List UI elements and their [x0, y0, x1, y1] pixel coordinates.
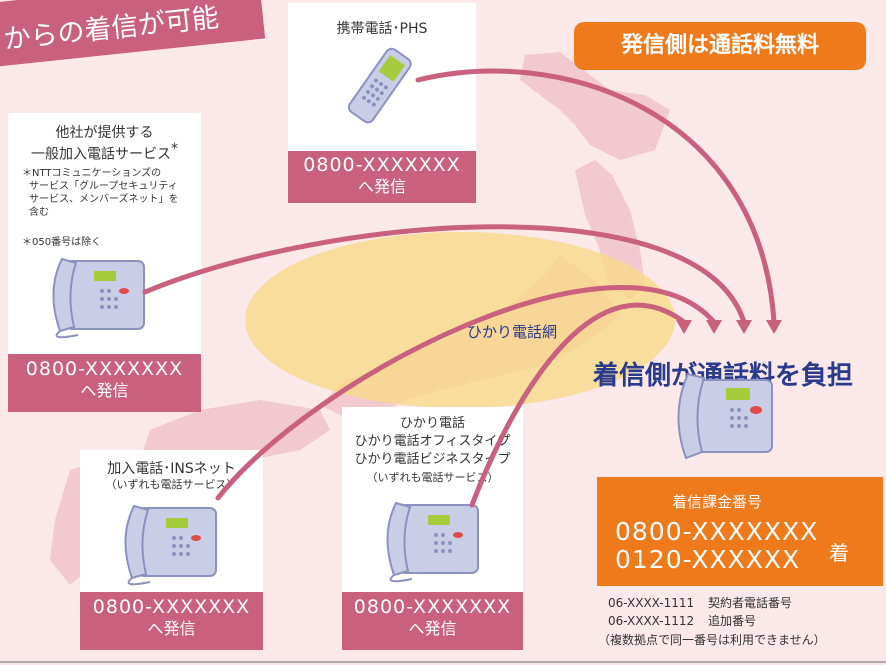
hikari-action: へ発信 — [408, 618, 457, 638]
receiver-phone-icon — [677, 372, 773, 460]
other-carrier-note2: ＊050番号は除く — [22, 237, 102, 248]
caller-free-text: 発信側は通話料無料 — [620, 33, 819, 58]
contract-note: （複数拠点で同一番号は利用できません） — [598, 633, 826, 647]
other-carrier-card: 他社が提供する 一般加入電話サービス* ＊NTTコミュニケーションズの サービス… — [8, 113, 201, 412]
note1-line1: ＊NTTコミュニケーションズの — [22, 168, 162, 179]
subscriber-title: 加入電話･INSネット — [107, 461, 236, 477]
mobile-dial-box: 0800-XXXXXXX へ発信 — [288, 151, 476, 203]
receiver-number-box: 着信課金番号 0800-XXXXXXX 0120-XXXXXX 着 — [597, 477, 883, 586]
contract-line2: 06-XXXX-1112 追加番号 — [608, 612, 792, 630]
receiver-suffix: 着 — [829, 541, 849, 565]
contract-label: 契約者電話番号 — [707, 596, 792, 610]
mobile-card: 携帯電話･PHS 0800-XXXXXXX へ発信 — [288, 3, 476, 203]
additional-label: 追加番号 — [707, 614, 756, 628]
caller-free-badge: 発信側は通話料無料 — [574, 22, 866, 70]
hikari-number: 0800-XXXXXXX — [353, 596, 512, 618]
mobile-action: へ発信 — [357, 176, 406, 196]
other-carrier-number: 0800-XXXXXXX — [25, 358, 184, 380]
network-label: ひかり電話網 — [467, 323, 558, 341]
note1-line3: サービス、メンバーズネット」を — [29, 194, 179, 205]
other-carrier-dial-box: 0800-XXXXXXX へ発信 — [8, 354, 201, 412]
other-carrier-note1: ＊NTTコミュニケーションズの サービス「グループセキュリティ サービス、メンバ… — [22, 167, 179, 219]
desk-phone-icon — [124, 504, 217, 586]
receiver-number2: 0120-XXXXXX — [615, 545, 801, 574]
subscriber-card: 加入電話･INSネット （いずれも電話サービス） 0800-XXXXXXX へ発… — [80, 450, 263, 650]
receiver-box-title: 着信課金番号 — [671, 493, 762, 511]
hikari-dial-box: 0800-XXXXXXX へ発信 — [342, 592, 523, 650]
receiver-number1: 0800-XXXXXXX — [615, 517, 819, 546]
hikari-title: ひかり電話 ひかり電話オフィスタイプ ひかり電話ビジネスタイプ （いずれも電話サ… — [342, 415, 523, 487]
other-carrier-asterisk: * — [171, 141, 178, 157]
other-carrier-action: へ発信 — [80, 380, 129, 400]
subscriber-subtitle: （いずれも電話サービス） — [105, 478, 238, 491]
subscriber-number: 0800-XXXXXXX — [92, 596, 251, 618]
additional-number: 06-XXXX-1112 — [608, 614, 695, 628]
desk-phone-icon — [52, 257, 145, 339]
hikari-card: ひかり電話 ひかり電話オフィスタイプ ひかり電話ビジネスタイプ （いずれも電話サ… — [342, 407, 523, 650]
hikari-line3: ひかり電話ビジネスタイプ — [354, 452, 511, 467]
mobile-number: 0800-XXXXXXX — [303, 154, 461, 176]
mobile-title: 携帯電話･PHS — [336, 21, 428, 37]
subscriber-dial-box: 0800-XXXXXXX へ発信 — [80, 592, 263, 650]
mobile-phone-icon — [347, 47, 412, 124]
note1-line4: 含む — [29, 207, 49, 218]
subscriber-action: へ発信 — [147, 618, 196, 638]
other-carrier-title-line2-row: 一般加入電話サービス* — [8, 141, 201, 164]
hikari-line1: ひかり電話 — [399, 416, 465, 431]
hikari-line2: ひかり電話オフィスタイプ — [354, 434, 511, 449]
other-carrier-title-line2: 一般加入電話サービス — [31, 146, 171, 163]
other-carrier-title-line1: 他社が提供する — [55, 125, 154, 141]
hikari-line4: （いずれも電話サービス） — [366, 471, 499, 484]
contract-info: 06-XXXX-1111 契約者電話番号 06-XXXX-1112 追加番号 — [608, 594, 792, 630]
contract-number: 06-XXXX-1111 — [608, 596, 695, 610]
note1-line2: サービス「グループセキュリティ — [29, 181, 178, 192]
desk-phone-icon — [386, 501, 479, 583]
contract-line1: 06-XXXX-1111 契約者電話番号 — [608, 594, 792, 612]
